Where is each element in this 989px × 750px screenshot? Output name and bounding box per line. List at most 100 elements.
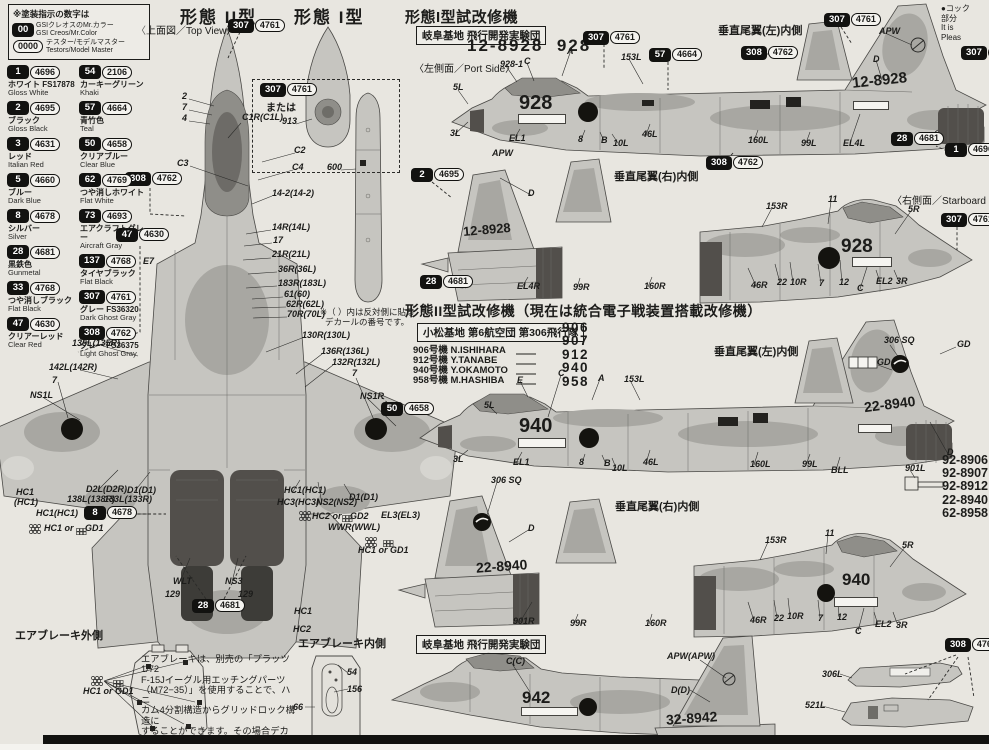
topview-aircraft (0, 26, 459, 659)
legend-system-jp: GSIクレオスのMr.カラー (36, 22, 114, 29)
callout-label: 160R (645, 618, 667, 628)
callout-label: NS3 (225, 576, 243, 586)
note-line: カム4分割構造からグリッドロック構造に (141, 705, 295, 726)
callout-label: D (528, 523, 535, 533)
callout-label: APW(APW) (667, 651, 715, 661)
callout-label: C (855, 626, 862, 636)
diagram-label: 垂直尾翼(右)内側 (615, 501, 700, 513)
legend-color-name-jp: タイヤブラック (80, 269, 136, 278)
diagram-label: エアブレーキ外側 (15, 630, 103, 642)
callout-label: 5L (453, 82, 464, 92)
callout-label: 901R (513, 616, 535, 626)
paint-code-chip: 4762 (971, 638, 989, 651)
callout-label: GD2 (350, 511, 369, 521)
paint-code-chip: 4762 (151, 172, 182, 185)
callout-label: WWR(WWL) (328, 522, 380, 532)
aircraft-marking: 942 (522, 688, 551, 707)
paint-number-chip: 28 (193, 599, 213, 612)
callout-label: D (528, 188, 535, 198)
callout-label: 8 (579, 457, 585, 467)
callout-label: 7 (819, 278, 825, 288)
callout-label: 160L (748, 135, 769, 145)
paint-number-chip: 73 (80, 210, 100, 222)
paint-number-chip: 47 (117, 228, 137, 241)
callout-label: D (947, 447, 954, 457)
callout-label: NS1R (360, 391, 385, 401)
aircraft-marking: 928 (519, 92, 553, 114)
pilot-name: 912号機 Y.TANABE (413, 355, 498, 366)
callout-label: 10R (790, 277, 807, 287)
callout-label: 132R(132L) (332, 357, 381, 367)
aircraft-marking: 12-8928 (462, 219, 512, 240)
aircraft-marking: 940 (842, 570, 871, 589)
honeycomb-icon (29, 522, 42, 540)
hinomaru-roundel (61, 418, 83, 440)
hinomaru-roundel (817, 584, 835, 602)
paint-number-chip: 8 (8, 210, 28, 222)
diagram-label: 垂直尾翼(左)内側 (714, 346, 799, 358)
callout-label: C3 (177, 158, 189, 168)
bottom-nose-view (390, 652, 701, 737)
dark-panel (753, 413, 768, 423)
callout-label: 7 (352, 368, 358, 378)
paint-number-chip: 33 (8, 282, 28, 294)
callout-label: C (857, 283, 864, 293)
note-line: F-15Jイーグル用エッチングパーツ (141, 674, 286, 685)
paint-number-chip: 307 (942, 213, 966, 226)
paint-code-chip: 4678 (30, 209, 61, 223)
view-subtitle: 〈左側面／Port Side〉 (414, 64, 516, 75)
white-stripe-decal (518, 438, 566, 448)
callout-label: D1(D1) (127, 485, 157, 495)
alternate-color-box (252, 79, 400, 173)
callout-label: EL4R (517, 281, 541, 291)
callout-label: D1(D1) (349, 492, 379, 502)
callout-label: D (873, 54, 880, 64)
legend-color-name-jp: ブルー (8, 188, 32, 197)
serial-number: 62-8958 (942, 505, 988, 520)
callout-label: 46L (643, 457, 659, 467)
diagram-label: 垂直尾翼(右)内側 (614, 171, 699, 183)
gd-stencil (848, 356, 878, 369)
note-line: エアブレーキは、別売の「プラッツ 1/72 (141, 654, 290, 675)
aircraft-marking: 12-8928 (851, 69, 908, 92)
legend-color-name-en: Clear Blue (80, 160, 116, 169)
callout-label: D(D) (671, 685, 690, 695)
dark-panel (750, 100, 770, 109)
paint-number-chip: 28 (892, 132, 912, 145)
callout-label: 4 (182, 113, 188, 123)
leader-lines (43, 32, 957, 727)
callout-label: 5R (902, 540, 914, 550)
inner-fin-views (555, 20, 854, 564)
white-stripe-decal (518, 114, 566, 124)
paint-number-chip: 2 (8, 102, 28, 114)
paint-number-chip: 307 (80, 291, 104, 303)
hinomaru-roundel (818, 247, 840, 269)
paint-number-chip: 1 (8, 66, 28, 78)
callout-label: 62R(62L) (286, 299, 325, 309)
callout-label: B (601, 135, 608, 145)
diagram-label: 垂直尾翼(左)内側 (718, 25, 803, 37)
note-line: 部分 (941, 13, 957, 23)
hinomaru-roundel (578, 102, 598, 122)
callout-label: 7 (52, 375, 58, 385)
paint-number-chip: 3 (8, 138, 28, 150)
aircraft-number: 907 (562, 333, 590, 349)
